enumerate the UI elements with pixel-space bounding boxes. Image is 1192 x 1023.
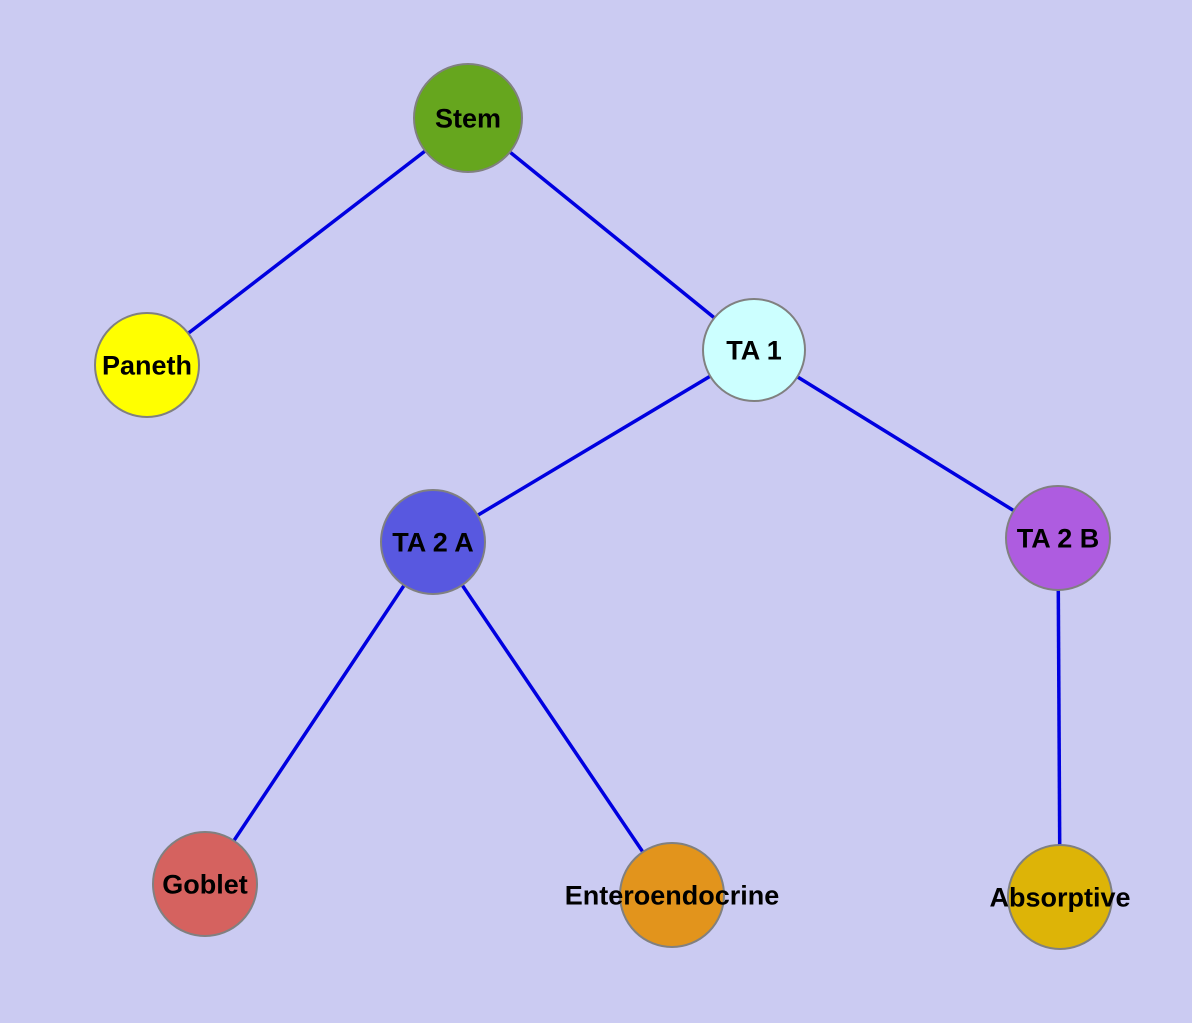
node-label-ta2a: TA 2 A bbox=[392, 527, 474, 557]
node-circle-ta2b bbox=[1005, 485, 1111, 591]
node-goblet: Goblet bbox=[152, 831, 258, 937]
node-circle-stem bbox=[413, 63, 523, 173]
node-stem: Stem bbox=[413, 63, 523, 173]
node-ta1: TA 1 bbox=[702, 298, 806, 402]
edge-ta1-ta2b bbox=[753, 348, 1059, 540]
node-circle-ta1 bbox=[702, 298, 806, 402]
edge-ta1-ta2a bbox=[432, 348, 755, 544]
node-circle-paneth bbox=[94, 312, 200, 418]
edge-stem-paneth bbox=[145, 116, 470, 367]
edge-ta2b-absorptive bbox=[1056, 537, 1062, 898]
node-circle-absorptive bbox=[1007, 844, 1113, 950]
node-label-ta2b: TA 2 B bbox=[1017, 523, 1100, 553]
node-label-ta1: TA 1 bbox=[726, 335, 782, 365]
node-paneth: Paneth bbox=[94, 312, 200, 418]
node-label-stem: Stem bbox=[435, 103, 501, 133]
node-ta2a: TA 2 A bbox=[380, 489, 486, 595]
node-label-goblet: Goblet bbox=[162, 869, 248, 899]
node-ta2b: TA 2 B bbox=[1005, 485, 1111, 591]
node-label-enteroendocrine: Enteroendocrine bbox=[565, 880, 780, 910]
node-label-absorptive: Absorptive bbox=[989, 882, 1130, 912]
node-enteroendocrine: Enteroendocrine bbox=[565, 842, 780, 948]
node-circle-ta2a bbox=[380, 489, 486, 595]
edge-ta2a-goblet bbox=[203, 541, 435, 885]
node-circle-enteroendocrine bbox=[619, 842, 725, 948]
node-absorptive: Absorptive bbox=[989, 844, 1131, 950]
node-label-paneth: Paneth bbox=[102, 350, 192, 380]
node-circle-goblet bbox=[152, 831, 258, 937]
edge-ta2a-enteroendocrine bbox=[431, 541, 674, 896]
edge-stem-ta1 bbox=[466, 116, 756, 352]
